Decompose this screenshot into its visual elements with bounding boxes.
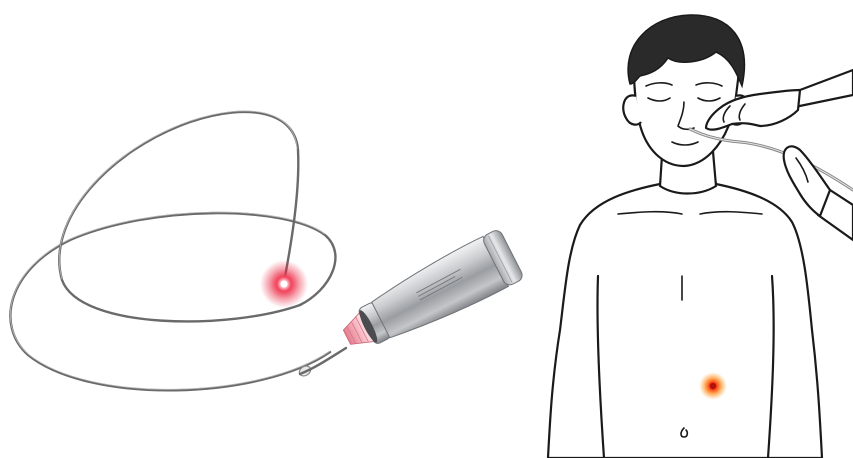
handpiece-body — [368, 236, 509, 345]
laser-fiber-assembly — [10, 111, 524, 390]
lower-glove — [784, 146, 830, 216]
optical-fiber-inner-highlight — [59, 111, 297, 279]
patient-illustration — [548, 15, 853, 458]
patient-torso — [548, 168, 822, 458]
laser-handpiece — [334, 228, 524, 362]
fiber-tip-core — [281, 281, 288, 288]
capsule-core — [710, 383, 716, 389]
fiber-to-handpiece — [300, 348, 346, 374]
